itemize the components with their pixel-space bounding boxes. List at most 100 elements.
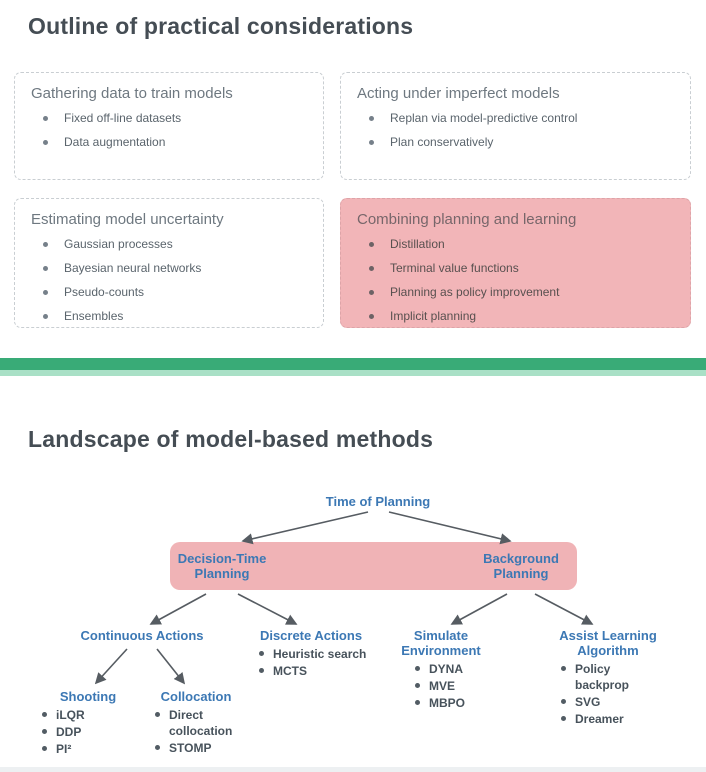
slide-divider-bar [0, 358, 706, 376]
list-item: PI² [42, 741, 140, 757]
bullet-icon [43, 140, 48, 145]
arrow-background-to-assist [534, 593, 594, 625]
bullet-icon [42, 712, 47, 717]
list-item-text: iLQR [56, 708, 85, 722]
list-item-text: MBPO [429, 696, 465, 710]
box-imperfect-models: Acting under imperfect models Replan via… [340, 72, 691, 180]
node-continuous-actions: Continuous Actions [80, 628, 204, 643]
arrow-background-to-simulate [450, 593, 508, 625]
list-item: MVE [415, 678, 497, 694]
bullet-icon [43, 290, 48, 295]
bullet-icon [561, 699, 566, 704]
box-title: Gathering data to train models [31, 85, 233, 102]
list-item-text: DDP [56, 725, 82, 739]
list-item-text: DYNA [429, 662, 464, 676]
list-item: Gaussian processes [31, 237, 307, 252]
list-item-text: Ensembles [64, 309, 124, 323]
list-item-text: Direct collocation [169, 708, 233, 738]
node-background-planning: Background Planning [483, 551, 559, 581]
list-item: MBPO [415, 695, 497, 711]
list-item: Bayesian neural networks [31, 261, 307, 276]
divider-green-stripe [0, 358, 706, 370]
slide-bottom-edge [0, 767, 706, 772]
list-item-text: Policy backprop [575, 662, 630, 692]
bullet-icon [369, 116, 374, 121]
tree-diagram: Time of Planning Decision-Time Planning … [0, 478, 706, 772]
list-item: Distillation [357, 237, 674, 252]
list-item: iLQR [42, 707, 140, 723]
list-item-text: Gaussian processes [64, 237, 173, 251]
list-item-text: MVE [429, 679, 456, 693]
node-method-list: iLQR DDP PI² [36, 707, 140, 757]
list-item: Terminal value functions [357, 261, 674, 276]
list-item-text: Dreamer [575, 712, 624, 726]
list-item: Pseudo-counts [31, 285, 307, 300]
planning-highlight-band [170, 542, 577, 590]
bullet-icon [415, 700, 420, 705]
list-item: STOMP [155, 740, 249, 756]
box-title: Estimating model uncertainty [31, 211, 224, 228]
bullet-icon [369, 242, 374, 247]
bullet-icon [43, 266, 48, 271]
bullet-icon [369, 290, 374, 295]
list-item-text: SVG [575, 695, 601, 709]
node-method-list: Direct collocation STOMP [143, 707, 249, 756]
list-item: Heuristic search [259, 646, 377, 662]
arrow-continuous-to-collocation [156, 648, 186, 685]
list-item-text: PI² [56, 742, 72, 756]
list-item: Dreamer [561, 711, 671, 727]
list-item-text: Data augmentation [64, 135, 166, 149]
arrow-root-to-background [388, 511, 512, 545]
bullet-icon [369, 314, 374, 319]
list-item-text: MCTS [273, 664, 307, 678]
list-item: SVG [561, 694, 671, 710]
bullet-icon [369, 266, 374, 271]
list-item-text: Replan via model-predictive control [390, 111, 578, 125]
list-item: MCTS [259, 663, 377, 679]
node-assist-learning-algorithm: Assist Learning Algorithm Policy backpro… [545, 628, 671, 728]
node-method-list: Heuristic search MCTS [245, 646, 377, 679]
bullet-icon [43, 314, 48, 319]
bullet-icon [42, 746, 47, 751]
list-item: DDP [42, 724, 140, 740]
bullet-icon [369, 140, 374, 145]
list-item-text: Planning as policy improvement [390, 285, 560, 299]
bullet-icon [43, 242, 48, 247]
box-gathering-data: Gathering data to train models Fixed off… [14, 72, 324, 180]
node-label: Shooting [59, 689, 117, 704]
node-decision-time-planning: Decision-Time Planning [177, 551, 267, 581]
bullet-icon [561, 716, 566, 721]
bullet-icon [155, 712, 160, 717]
arrow-continuous-to-shooting [94, 648, 128, 685]
node-time-of-planning: Time of Planning [325, 494, 431, 509]
bullet-icon [155, 745, 160, 750]
list-item-text: Implicit planning [390, 309, 477, 323]
list-item-text: Bayesian neural networks [64, 261, 202, 275]
slide2-title: Landscape of model-based methods [28, 426, 434, 452]
bullet-icon [43, 116, 48, 121]
node-collocation: Collocation Direct collocation STOMP [143, 689, 249, 757]
arrow-root-to-decision [241, 511, 369, 545]
list-item: Plan conservatively [357, 135, 674, 150]
node-discrete-actions: Discrete Actions Heuristic search MCTS [245, 628, 377, 680]
arrow-decision-to-continuous [149, 593, 207, 625]
slide1-title: Outline of practical considerations [28, 13, 414, 39]
node-shooting: Shooting iLQR DDP PI² [36, 689, 140, 758]
node-label: Collocation [160, 689, 232, 704]
bullet-icon [259, 651, 264, 656]
list-item: Policy backprop [561, 661, 671, 693]
box-title: Acting under imperfect models [357, 85, 560, 102]
list-item-text: Pseudo-counts [64, 285, 145, 299]
box-combining-planning-learning: Combining planning and learning Distilla… [340, 198, 691, 328]
box-model-uncertainty: Estimating model uncertainty Gaussian pr… [14, 198, 324, 328]
bullet-icon [415, 683, 420, 688]
list-item-text: Fixed off-line datasets [64, 111, 182, 125]
list-item: Planning as policy improvement [357, 285, 674, 300]
list-item-text: Plan conservatively [390, 135, 494, 149]
node-simulate-environment: Simulate Environment DYNA MVE MBPO [385, 628, 497, 712]
node-label: Assist Learning Algorithm [559, 628, 657, 658]
list-item-text: Heuristic search [273, 647, 367, 661]
bullet-icon [561, 666, 566, 671]
list-item-text: Terminal value functions [390, 261, 519, 275]
